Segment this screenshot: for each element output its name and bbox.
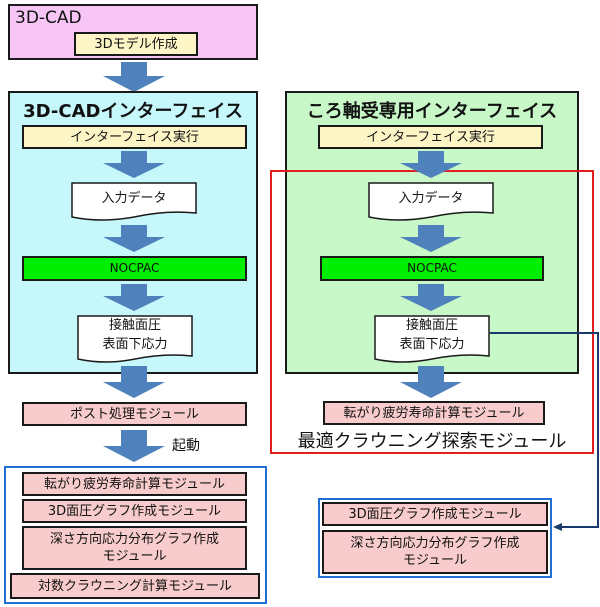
optimization-title: 最適クラウニング探索モジュール — [297, 431, 567, 452]
right-input-data-shape — [368, 182, 494, 221]
launch-label: 起動 — [172, 438, 200, 454]
right-execute-step: インターフェイス実行 — [318, 125, 543, 149]
flow-arrow — [103, 151, 165, 178]
right-panel-title: ころ軸受専用インターフェイス — [306, 101, 558, 122]
right-depth-graph-line2: モジュール — [402, 553, 468, 568]
left-post-module-3d-graph: 3D面圧グラフ作成モジュール — [22, 499, 247, 523]
left-input-data: 入力データ — [101, 191, 167, 206]
right-post-modules-group — [318, 498, 552, 578]
left-input-data-shape — [71, 182, 197, 221]
right-depth-graph-line1: 深さ方向応力分布グラフ作成 — [350, 536, 520, 551]
right-post-module-3d-graph: 3D面圧グラフ作成モジュール — [322, 502, 548, 526]
flow-arrow — [400, 225, 462, 252]
left-post-modules-group — [4, 466, 267, 604]
flow-arrow — [400, 151, 462, 178]
right-subsurface-stress: 表面下応力 — [399, 337, 465, 352]
left-panel-title: 3D-CADインターフェイス — [23, 101, 243, 122]
flow-arrow — [103, 284, 165, 311]
right-contact-pressure: 接触面圧 — [405, 318, 458, 333]
post-processing-module: ポスト処理モジュール — [22, 402, 247, 426]
flow-arrow — [400, 284, 462, 311]
left-post-module-life: 転がり疲労寿命計算モジュール — [22, 472, 247, 496]
flow-arrow — [103, 225, 165, 252]
model-creation-step: 3Dモデル作成 — [74, 32, 198, 56]
left-post-module-depth-graph: 深さ方向応力分布グラフ作成 モジュール — [22, 526, 247, 570]
left-post-module-log-crowning: 対数クラウニング計算モジュール — [10, 573, 260, 599]
right-post-module-depth-graph: 深さ方向応力分布グラフ作成 モジュール — [322, 530, 548, 574]
left-execute-step: インターフェイス実行 — [22, 125, 247, 149]
cad-box: 3D-CAD 3Dモデル作成 — [8, 4, 258, 60]
right-nocpac-solver: NOCPAC — [320, 256, 544, 281]
left-nocpac-solver: NOCPAC — [22, 256, 247, 281]
depth-graph-line2: モジュール — [102, 549, 167, 564]
left-contact-pressure: 接触面圧 — [108, 318, 161, 333]
depth-graph-line1: 深さ方向応力分布グラフ作成 — [49, 532, 219, 547]
flow-arrow — [400, 366, 462, 398]
cad-title: 3D-CAD — [15, 8, 82, 28]
right-output-shape — [374, 315, 490, 363]
left-output-shape — [77, 315, 193, 363]
flow-arrow — [103, 430, 165, 462]
flow-arrow — [103, 62, 165, 92]
right-input-data: 入力データ — [398, 191, 464, 206]
flow-arrow — [103, 366, 165, 398]
right-life-module: 転がり疲労寿命計算モジュール — [323, 401, 545, 425]
left-subsurface-stress: 表面下応力 — [102, 337, 168, 352]
